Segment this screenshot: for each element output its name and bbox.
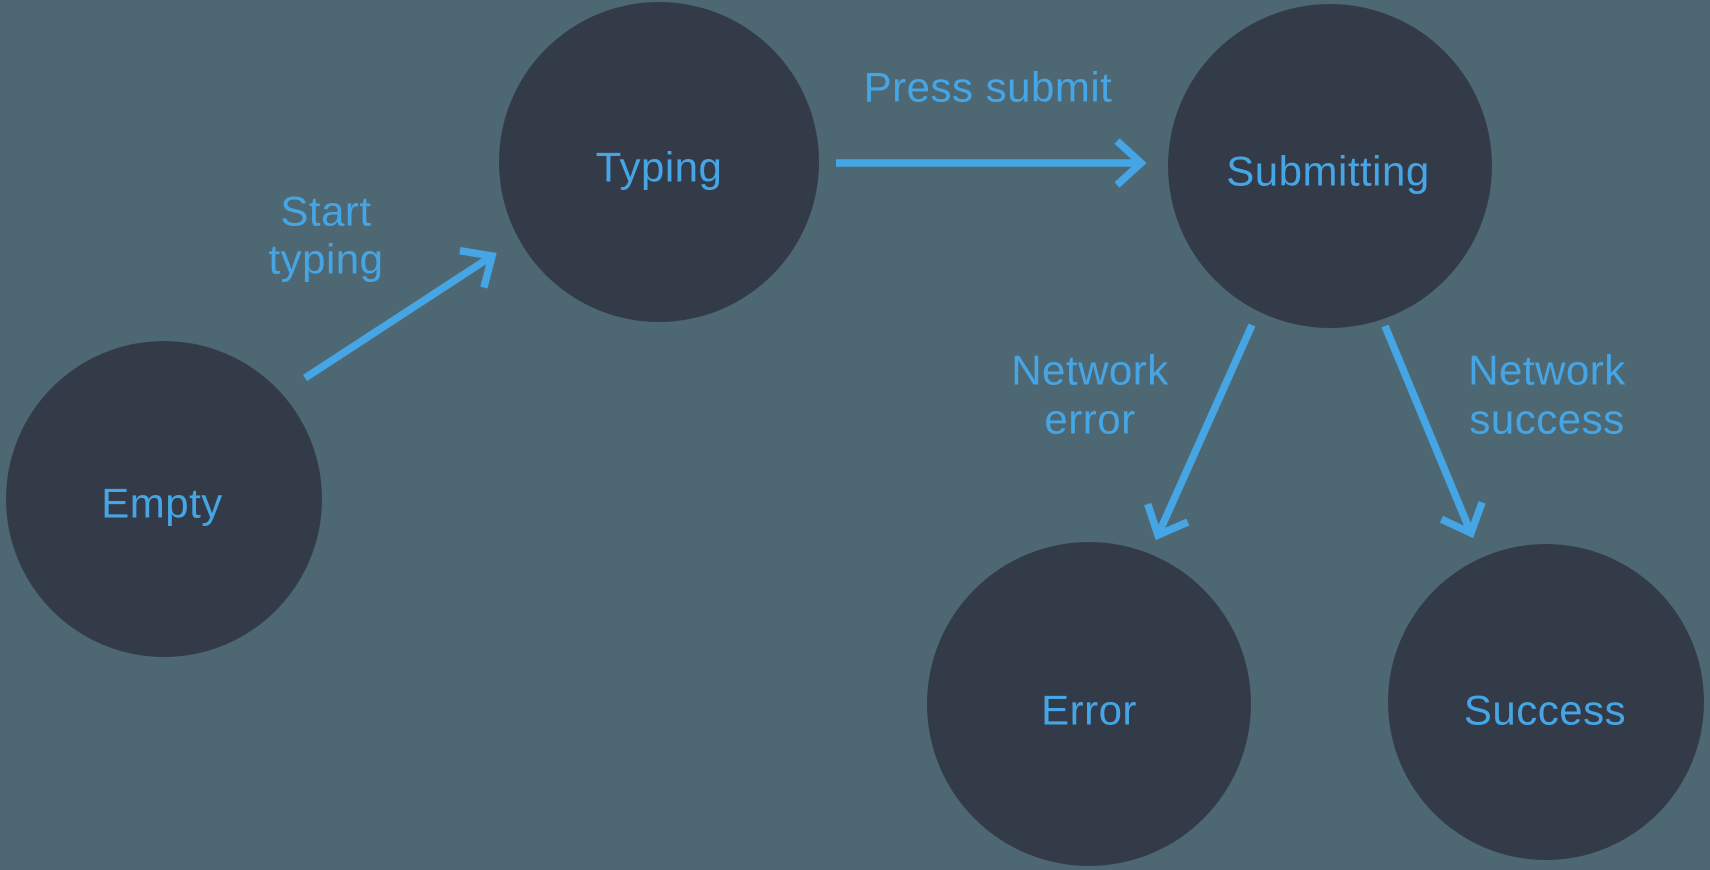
state-label-error: Error bbox=[1041, 687, 1137, 734]
state-circle-success bbox=[1388, 544, 1704, 860]
transition-arrow-network-success bbox=[1381, 324, 1486, 539]
transition-label-network-error-line2: error bbox=[1044, 396, 1135, 443]
transition-press-submit: Press submit bbox=[836, 64, 1147, 188]
transition-label-start-typing-line1: Start bbox=[280, 188, 371, 235]
state-circle-submitting bbox=[1168, 4, 1492, 328]
state-label-typing: Typing bbox=[596, 144, 723, 191]
state-circle-empty bbox=[6, 341, 322, 657]
transition-arrow-start-typing bbox=[302, 246, 497, 382]
transition-label-network-error-line1: Network bbox=[1011, 347, 1169, 394]
state-label-success: Success bbox=[1464, 687, 1626, 734]
state-node-error: Error bbox=[927, 542, 1251, 866]
state-node-submitting: Submitting bbox=[1168, 4, 1492, 328]
state-circle-typing bbox=[499, 2, 819, 322]
transition-arrow-network-error bbox=[1144, 323, 1256, 541]
state-circle-error bbox=[927, 542, 1251, 866]
state-node-empty: Empty bbox=[6, 341, 322, 657]
state-label-empty: Empty bbox=[101, 480, 223, 527]
transition-label-start-typing-line2: typing bbox=[268, 236, 383, 283]
state-node-typing: Typing bbox=[499, 2, 819, 322]
transition-label-network-success-line2: success bbox=[1469, 396, 1624, 443]
transition-start-typing: Start typing bbox=[268, 188, 497, 382]
transition-network-error: Network error bbox=[1011, 323, 1256, 541]
state-label-submitting: Submitting bbox=[1226, 148, 1429, 195]
transition-label-network-success-line1: Network bbox=[1468, 347, 1626, 394]
state-node-success: Success bbox=[1388, 544, 1704, 860]
transition-network-success: Network success bbox=[1381, 324, 1626, 539]
transition-label-press-submit: Press submit bbox=[864, 64, 1113, 111]
